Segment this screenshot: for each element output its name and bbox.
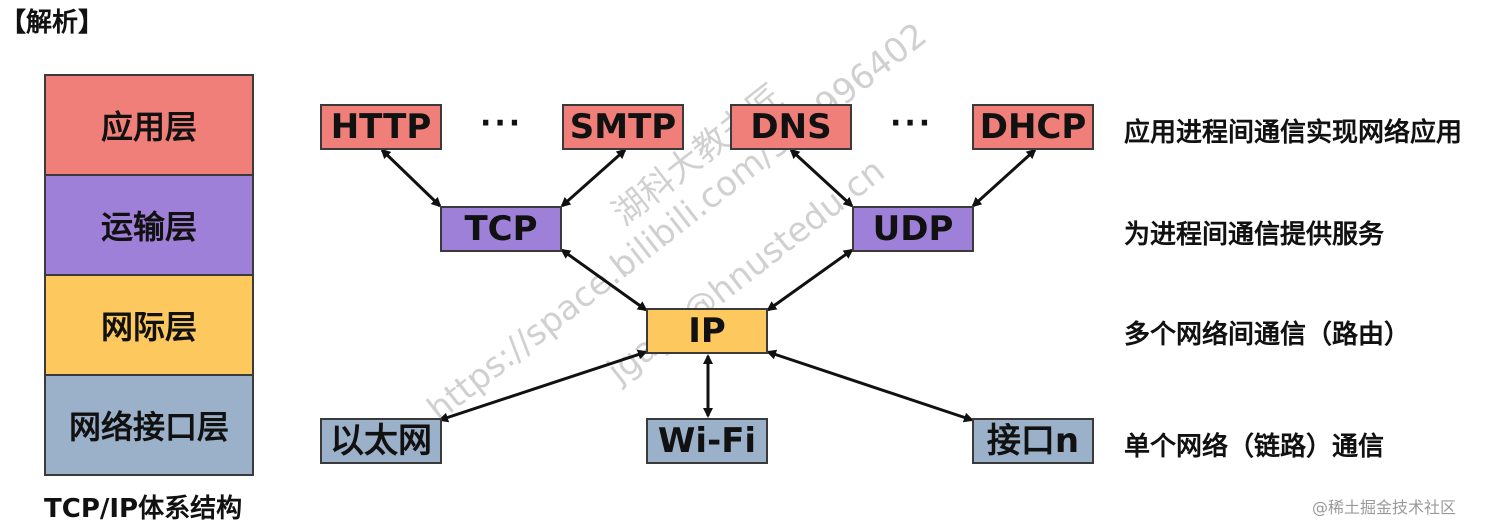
node-http: HTTP xyxy=(320,104,442,150)
arrow-http-tcp xyxy=(380,148,442,208)
node-tcp: TCP xyxy=(440,206,562,252)
arrow-dns-udp xyxy=(789,148,854,208)
desc-transport: 为进程间通信提供服务 xyxy=(1124,220,1385,250)
arrow-ip-iface-n xyxy=(766,349,974,423)
node-interface-n: 接口n xyxy=(972,418,1094,464)
desc-application: 应用进程间通信实现网络应用 xyxy=(1124,118,1463,148)
layer-transport: 运输层 xyxy=(44,174,254,276)
arrow-smtp-tcp xyxy=(560,148,627,208)
node-wifi: Wi-Fi xyxy=(646,418,768,464)
site-watermark: @稀土掘金技术社区 xyxy=(1312,498,1457,517)
node-ip: IP xyxy=(646,308,768,354)
arrow-udp-ip xyxy=(766,248,854,312)
node-dhcp: DHCP xyxy=(972,104,1094,150)
layer-application: 应用层 xyxy=(44,74,254,176)
stack-caption: TCP/IP体系结构 xyxy=(44,494,243,524)
node-udp: UDP xyxy=(852,206,974,252)
desc-link: 单个网络（链路）通信 xyxy=(1124,432,1385,462)
node-ethernet: 以太网 xyxy=(320,418,442,464)
tcpip-layer-stack: 应用层 运输层 网际层 网络接口层 xyxy=(44,74,254,476)
arrow-tcp-ip xyxy=(560,248,648,312)
node-smtp: SMTP xyxy=(562,104,684,150)
arrow-ip-ethernet xyxy=(438,349,648,423)
arrow-dhcp-udp xyxy=(971,148,1037,208)
ellipsis-left: ··· xyxy=(480,106,524,141)
node-dns: DNS xyxy=(730,104,852,150)
desc-internet: 多个网络间通信（路由） xyxy=(1124,320,1411,350)
layer-network-interface: 网络接口层 xyxy=(44,374,254,476)
layer-internet: 网际层 xyxy=(44,274,254,376)
ellipsis-right: ··· xyxy=(890,106,934,141)
heading: 【解析】 xyxy=(0,8,105,38)
